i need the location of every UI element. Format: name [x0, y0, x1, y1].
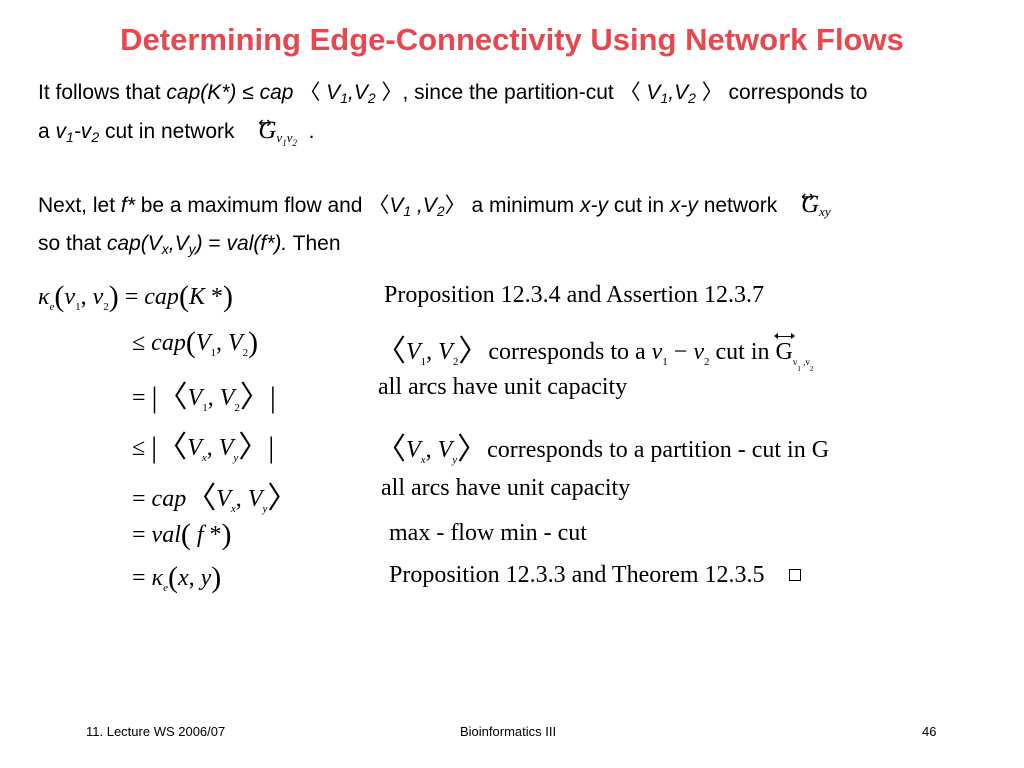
reason-5: all arcs have unit capacity [381, 475, 631, 501]
network-g-xy: ↔Gxy [801, 187, 831, 219]
footer-left: 11. Lecture WS 2006/07 [86, 724, 226, 739]
reason-6: max - flow min - cut [389, 520, 587, 546]
eq-line-7: = κe(x, y) [132, 561, 222, 594]
reason-4: 〈Vx, Vy〉corresponds to a partition - cut… [376, 433, 830, 466]
text: Then [287, 232, 341, 255]
paragraph-2: Next, let f* be a maximum flow and 〈V1 ,… [38, 187, 831, 257]
eq-line-6: = val( f *) [132, 518, 232, 551]
text: = [202, 232, 227, 255]
eq-line-1: κe(v1, v2) = cap(K *) [38, 280, 233, 313]
text: x-y [579, 194, 608, 217]
reason-3: all arcs have unit capacity [378, 374, 628, 400]
text: ≤ [236, 81, 260, 104]
reason-7-text: Proposition 12.3.3 and Theorem 12.3.5 [389, 562, 765, 588]
reason-7: Proposition 12.3.3 and Theorem 12.3.5 [389, 562, 801, 589]
text: be a maximum flow and [134, 194, 369, 217]
text: so that [38, 232, 107, 255]
text: a [38, 120, 56, 143]
paragraph-1: It follows that cap(K*) ≤ cap 〈 V1,V2 〉,… [38, 81, 868, 148]
eq-line-4: ≤ |〈Vx, Vy〉| [132, 431, 275, 464]
text: It follows that [38, 81, 167, 104]
text: cap(K*) [166, 81, 237, 104]
text: Next, let [38, 194, 121, 217]
text: cut in [607, 194, 670, 217]
text: a minimum [465, 194, 580, 217]
footer-center: Bioinformatics III [460, 724, 557, 739]
text: cap [259, 81, 294, 104]
text: network [697, 194, 778, 217]
slide-title: Determining Edge-Connectivity Using Netw… [120, 22, 904, 57]
text: f* [120, 194, 135, 217]
network-g-v1v2: ↔Gv1v2 [258, 113, 297, 148]
text: val(f*). [226, 232, 288, 255]
eq-line-5: = cap〈Vx, Vy〉 [132, 482, 298, 515]
partition-cut-v1-v2: 〈 V1,V2 〉 [299, 81, 403, 106]
footer-page-number: 46 [922, 724, 937, 739]
reason-1: Proposition 12.3.4 and Assertion 12.3.7 [384, 282, 765, 308]
reason-2: 〈V1, V2〉corresponds to a v1 − v2 cut in … [376, 333, 814, 373]
text: . [308, 120, 315, 143]
eq-line-2: ≤ cap(V1, V2) [132, 326, 259, 359]
qed-square-icon [788, 569, 801, 581]
text: cut in network [99, 120, 235, 143]
text: corresponds to [722, 81, 868, 104]
eq-line-3: = |〈V1, V2〉| [132, 381, 276, 414]
text: , since the partition-cut [402, 81, 620, 104]
